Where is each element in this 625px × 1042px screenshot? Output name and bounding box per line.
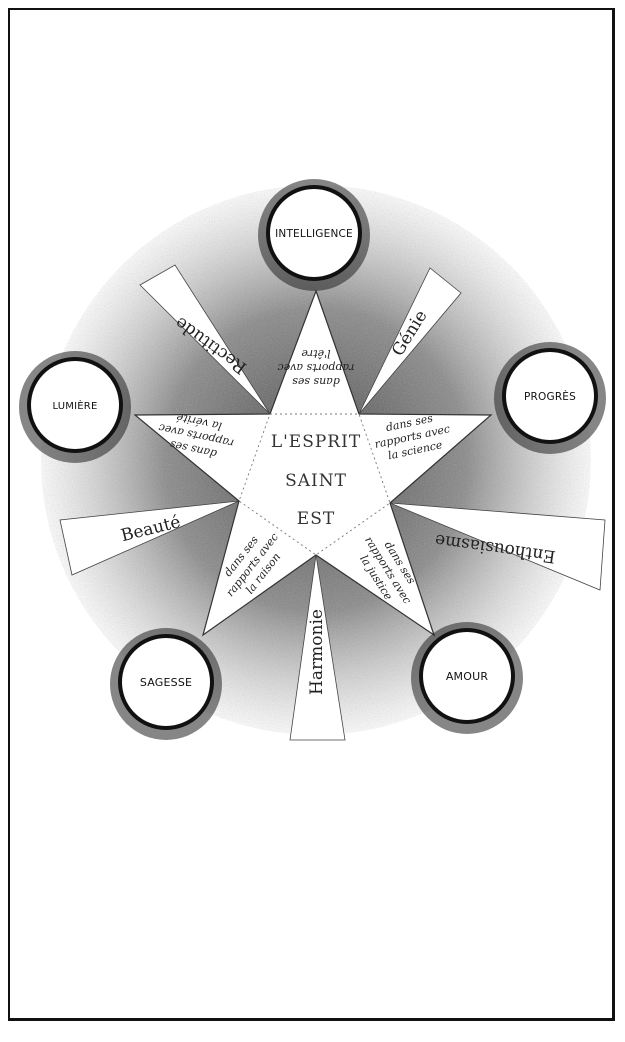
svg-text:l'être: l'être [301,347,331,360]
svg-text:rapports avec: rapports avec [278,361,355,374]
circle-label-amour: AMOUR [446,670,489,683]
center-line-3: EST [297,509,335,529]
circle-amour: AMOUR [411,622,523,734]
circle-progres: PROGRÈS [494,342,606,454]
circle-label-intelligence: INTELLIGENCE [275,228,353,240]
label-harmonie: Harmonie [307,609,327,695]
circle-sagesse: SAGESSE [110,628,222,740]
svg-text:dans ses: dans ses [292,375,340,388]
center-line-2: SAINT [285,471,347,491]
circle-lumiere: LUMIÈRE [19,351,131,463]
circle-label-progres: PROGRÈS [524,390,576,403]
circle-intelligence: INTELLIGENCE [258,179,370,291]
circle-label-sagesse: SAGESSE [140,676,192,689]
center-line-1: L'ESPRIT [271,432,361,452]
circle-label-lumiere: LUMIÈRE [53,399,98,412]
